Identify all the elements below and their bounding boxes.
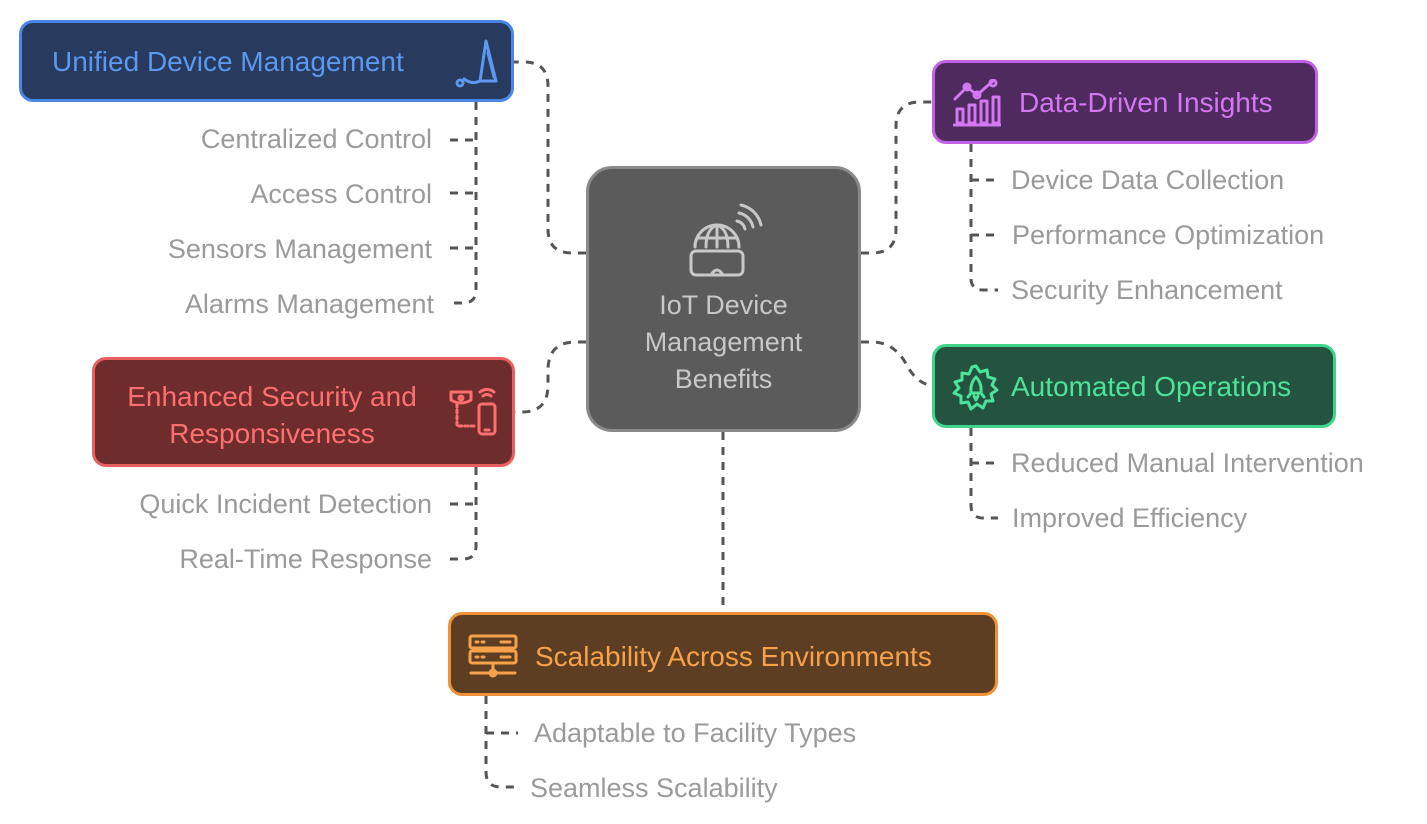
insights-item: Performance Optimization [1012,220,1325,250]
unified-item: Sensors Management [167,234,432,264]
branch-title: Automated Operations [1011,371,1292,402]
server-rack-icon [468,634,518,678]
unified-item: Alarms Management [184,289,434,319]
branch-enhanced-security: Enhanced Security and Responsiveness [92,357,515,467]
branch-automated-operations: Automated Operations [932,344,1336,428]
branch-title: Data-Driven Insights [1019,87,1273,118]
branch-title: Enhanced Security and Responsiveness [127,381,417,449]
scalability-item: Adaptable to Facility Types [534,718,857,748]
branch-unified-device-management: Unified Device Management [19,20,514,102]
insights-item: Security Enhancement [1011,275,1283,305]
branch-scalability: Scalability Across Environments [448,612,998,696]
unified-item: Access Control [250,179,432,209]
unified-item: Centralized Control [200,124,432,154]
scalability-item: Seamless Scalability [530,773,778,803]
branch-data-driven-insights: Data-Driven Insights [932,60,1318,144]
branch-title: Unified Device Management [52,46,404,77]
bar-chart-trend-icon [953,79,1001,127]
center-node: IoT Device Management Benefits [586,166,861,432]
insights-item: Device Data Collection [1011,165,1285,195]
stylus-pen-icon [455,39,498,88]
automated-item: Improved Efficiency [1012,503,1248,533]
security-item: Real-Time Response [179,544,432,574]
camera-phone-icon [449,388,497,436]
center-title: IoT Device Management Benefits [644,290,803,394]
security-item: Quick Incident Detection [139,489,432,519]
globe-vr-headset-icon [689,203,763,277]
gear-rocket-icon [952,364,999,411]
automated-item: Reduced Manual Intervention [1011,448,1364,478]
branch-title: Scalability Across Environments [535,641,932,672]
